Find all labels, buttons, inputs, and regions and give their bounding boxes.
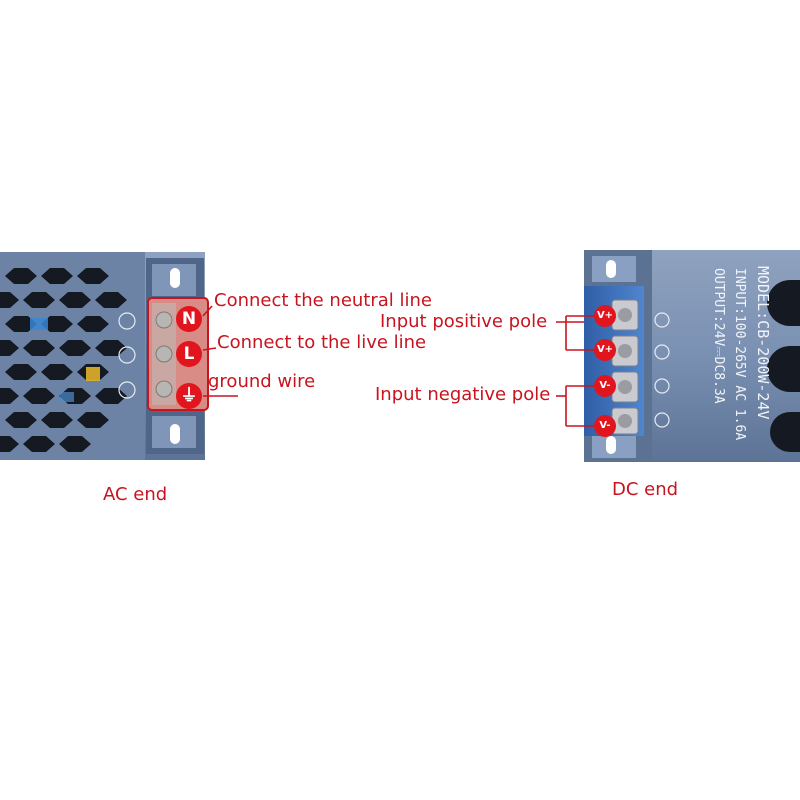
live-line-label: Connect to the live line <box>217 332 427 353</box>
ventilation-grid <box>0 268 127 452</box>
ground-wire-label: ground wire <box>208 371 316 392</box>
ac-leader-lines <box>202 305 238 397</box>
dc-marking-circles <box>654 312 670 428</box>
ac-end-case <box>0 252 209 460</box>
ground-icon: ⏚ <box>176 383 202 409</box>
input-negative-label: Input negative pole <box>375 384 551 405</box>
dc-bracket-lines <box>556 315 596 427</box>
model-text: MODEL:CB-200W-24V <box>754 266 772 420</box>
dc-end-caption: DC end <box>612 479 679 500</box>
dc-positive-badge: V+ <box>594 339 616 361</box>
input-rating-text: INPUT:100-265V AC 1.6A <box>732 268 747 441</box>
live-badge: L <box>176 341 202 367</box>
dc-negative-badge: V- <box>594 415 616 437</box>
ac-end-caption: AC end <box>103 484 168 505</box>
ac-marking-circles <box>118 312 136 399</box>
dc-negative-badge: V- <box>594 375 616 397</box>
neutral-line-label: Connect the neutral line <box>214 290 432 311</box>
output-rating-text: OUTPUT:24V⎓DC8.3A <box>711 268 726 404</box>
dc-positive-badge: V+ <box>594 305 616 327</box>
input-positive-label: Input positive pole <box>380 311 548 332</box>
neutral-badge: N <box>176 306 202 332</box>
